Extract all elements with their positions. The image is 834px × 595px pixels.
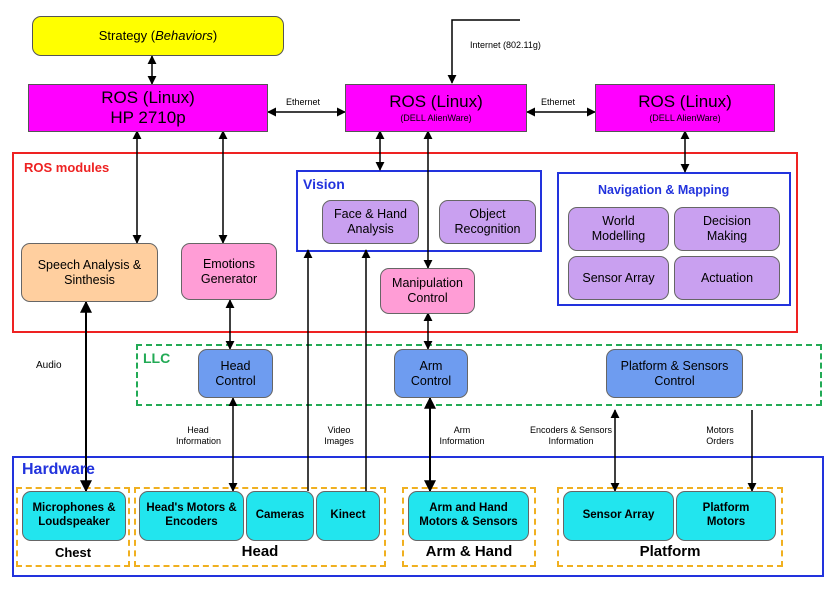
ros-hp-title: ROS (Linux) <box>101 87 195 107</box>
ros-modules-frame <box>12 152 798 333</box>
head-group-label: Head <box>241 543 279 560</box>
decision-making-node: Decision Making <box>674 207 780 251</box>
ros-dell-center-title: ROS (Linux) <box>389 91 483 111</box>
chest-group-label: Chest <box>54 545 92 560</box>
ros-dell-right-title: ROS (Linux) <box>638 91 732 111</box>
video-images-label: Video Images <box>324 425 354 447</box>
strategy-prefix: Strategy ( <box>98 28 156 44</box>
actuation-node: Actuation <box>674 256 780 300</box>
hardware-title: Hardware <box>22 461 95 478</box>
ros-hp-box: ROS (Linux) HP 2710p <box>28 84 268 132</box>
manipulation-control-node: Manipulation Control <box>380 268 475 314</box>
head-control-node: Head Control <box>198 349 273 398</box>
ros-dell-right-box: ROS (Linux) (DELL AlienWare) <box>595 84 775 132</box>
ethernet-left-label: Ethernet <box>286 97 321 107</box>
strategy-label: Strategy (Behaviors) <box>99 28 218 44</box>
internet-label: Internet (802.11g) <box>470 40 541 50</box>
ros-dell-center-box: ROS (Linux) (DELL AlienWare) <box>345 84 527 132</box>
arm-control-node: Arm Control <box>394 349 468 398</box>
chest-group-frame <box>16 487 130 567</box>
arm-hand-motors-node: Arm and Hand Motors & Sensors <box>408 491 529 541</box>
world-modelling-node: World Modelling <box>568 207 669 251</box>
head-group-frame <box>134 487 386 567</box>
ros-modules-title: ROS modules <box>24 160 110 175</box>
arm-hand-group-frame <box>402 487 536 567</box>
ros-dell-right-subtitle: (DELL AlienWare) <box>649 113 721 124</box>
nav-sensor-array-node: Sensor Array <box>568 256 669 300</box>
llc-frame <box>136 344 822 406</box>
ethernet-right-label: Ethernet <box>541 97 576 107</box>
heads-motors-node: Head's Motors & Encoders <box>139 491 244 541</box>
head-information-label: Head Information <box>176 425 222 447</box>
audio-label: Audio <box>36 360 62 371</box>
navigation-title: Navigation & Mapping <box>598 183 730 197</box>
arm-hand-group-label: Arm & Hand <box>425 543 513 560</box>
ros-hp-subtitle: HP 2710p <box>110 108 186 127</box>
encoders-sensors-label: Encoders & Sensors Information <box>529 425 613 447</box>
emotions-generator-node: Emotions Generator <box>181 243 277 300</box>
face-hand-analysis-node: Face & Hand Analysis <box>322 200 419 244</box>
microphones-node: Microphones & Loudspeaker <box>22 491 126 541</box>
object-recognition-node: Object Recognition <box>439 200 536 244</box>
navigation-frame <box>557 172 791 306</box>
platform-group-frame <box>557 487 783 567</box>
strategy-suffix: ) <box>212 28 218 44</box>
motors-orders-label: Motors Orders <box>706 425 734 447</box>
platform-group-label: Platform <box>639 543 701 560</box>
hardware-frame <box>12 456 824 577</box>
arm-information-label: Arm Information <box>439 425 485 447</box>
strategy-italic: Behaviors <box>155 28 213 44</box>
cameras-node: Cameras <box>246 491 314 541</box>
vision-title: Vision <box>303 176 345 192</box>
llc-title: LLC <box>143 350 171 366</box>
hw-sensor-array-node: Sensor Array <box>563 491 674 541</box>
ros-dell-center-subtitle: (DELL AlienWare) <box>400 113 472 124</box>
kinect-node: Kinect <box>316 491 380 541</box>
speech-analysis-node: Speech Analysis & Sinthesis <box>21 243 158 302</box>
platform-motors-node: Platform Motors <box>676 491 776 541</box>
strategy-box: Strategy (Behaviors) <box>32 16 284 56</box>
platform-sensors-control-node: Platform & Sensors Control <box>606 349 743 398</box>
vision-frame <box>296 170 542 252</box>
